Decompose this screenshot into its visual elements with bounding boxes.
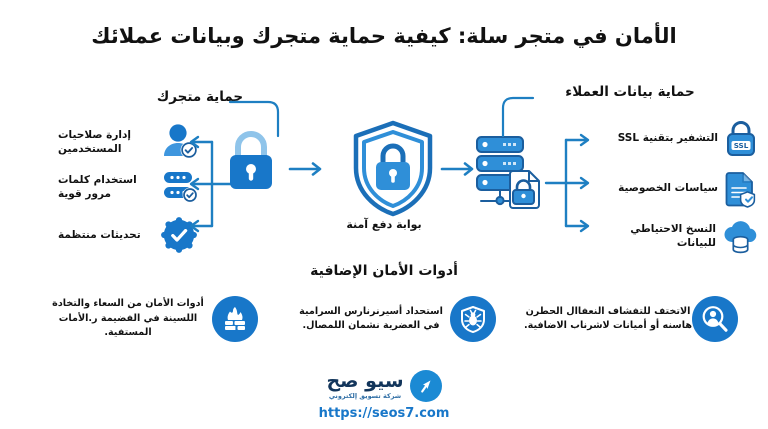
user-search-icon — [692, 296, 738, 342]
website-url[interactable]: https://seos7.com — [318, 406, 450, 421]
section-heading-customer: حماية بيانات العملاء — [565, 84, 695, 100]
tool-card-text: استحداد أسيرنرنارس السرامية في العضرية ن… — [299, 305, 443, 331]
connector-store-branches — [189, 135, 232, 233]
section-heading-store: حماية متجرك — [156, 89, 244, 105]
tool-card-firewall: أدوات الأمان من السعاء والتخادة اللسينة … — [30, 296, 258, 342]
list-item-label: التشفير بتقنية SSL — [617, 131, 718, 144]
password-bars-icon — [160, 168, 202, 206]
document-shield-icon — [724, 168, 758, 208]
shield-bug-icon — [450, 296, 496, 342]
svg-text:SSL: SSL — [734, 141, 749, 150]
logo-row: سيو صح شركة تسويق إلكتروني — [0, 370, 768, 402]
arrow-gateway-to-servers — [440, 162, 474, 176]
user-check-icon — [160, 122, 202, 162]
cloud-database-icon — [722, 216, 758, 256]
list-item-data-backup: النسخ الاحتياطي للبيانات — [598, 216, 758, 256]
section-heading-tools: أدوات الأمان الإضافية — [310, 263, 458, 279]
brand-tagline: شركة تسويق إلكتروني — [328, 392, 402, 401]
connector-store-heading — [228, 100, 280, 138]
list-item-label: استخدام كلمات مرور قوية — [58, 173, 137, 200]
brand-name: سيو صح — [326, 370, 404, 393]
shield-lock-icon — [327, 118, 441, 218]
logo-text-block: سيو صح شركة تسويق إلكتروني — [326, 372, 403, 400]
firewall-icon — [212, 296, 258, 342]
list-item-label: تحديثات منتظمة — [58, 228, 141, 241]
ssl-padlock-icon: SSL — [724, 118, 758, 158]
padlock-icon — [222, 126, 280, 192]
tool-card-antivirus: استحداد أسيرنرنارس السرامية في العضرية ن… — [268, 296, 496, 342]
arrow-lock-to-gateway — [288, 162, 322, 176]
list-item-user-permissions: إدارة صلاحيات المستخدمين — [52, 122, 202, 162]
list-item-label: إدارة صلاحيات المستخدمين — [58, 128, 131, 155]
server-lock-icon — [473, 131, 547, 209]
page-title: الأمان في متجر سلة: كيفية حماية متجرك وب… — [91, 24, 677, 48]
list-item-regular-updates: تحديثات منتظمة — [52, 216, 202, 254]
gateway-caption: بوابة دفع آمنة — [346, 218, 422, 231]
tool-card-text: الاتختف للتفشاف النعفاال الحطرن هاسنه أو… — [524, 305, 692, 331]
list-item-label: النسخ الاحتياطي للبيانات — [630, 222, 716, 249]
list-item-label: سياسات الخصوصية — [618, 181, 718, 194]
arrow-logo-icon — [409, 370, 442, 402]
tool-card-monitoring: الاتختف للتفشاف النعفاال الحطرن هاسنه أو… — [506, 296, 738, 342]
list-item-strong-passwords: استخدام كلمات مرور قوية — [52, 168, 202, 206]
list-item-ssl-encryption: SSL التشفير بتقنية SSL — [598, 118, 758, 158]
connector-customer-branches — [544, 133, 590, 233]
verified-badge-icon — [160, 216, 202, 254]
footer-logo: سيو صح شركة تسويق إلكتروني https://seos7… — [0, 370, 768, 421]
connector-customer-heading — [501, 96, 535, 138]
list-item-privacy-policy: سياسات الخصوصية — [598, 168, 758, 208]
tool-card-text: أدوات الأمان من السعاء والتخادة اللسينة … — [52, 298, 204, 339]
